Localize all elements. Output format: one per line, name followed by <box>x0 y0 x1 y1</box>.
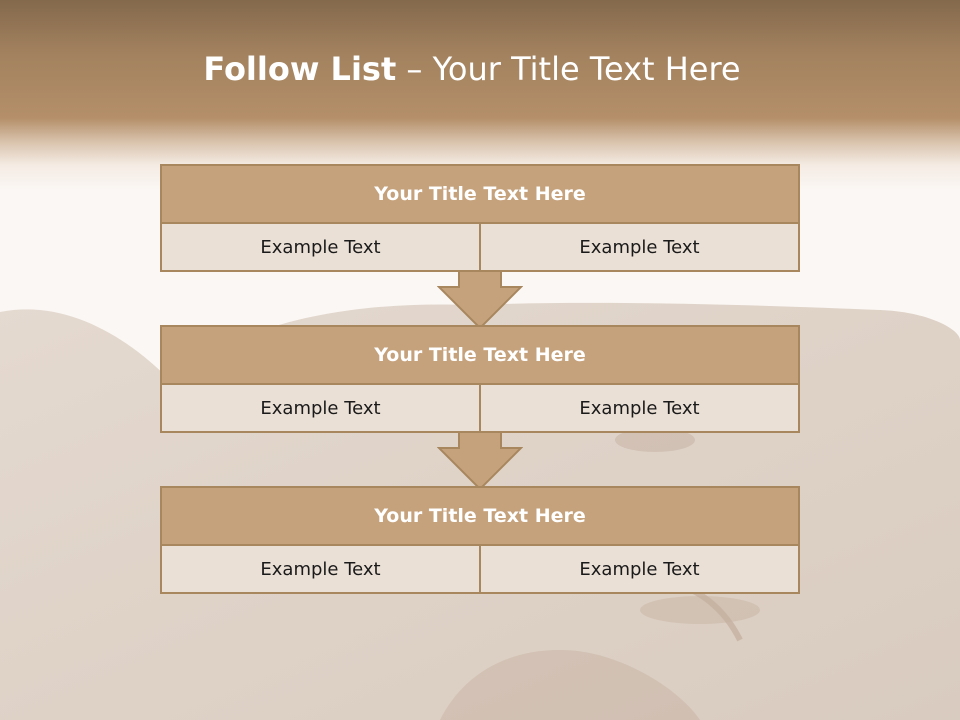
block-cell-left: Example Text <box>162 385 479 431</box>
block-cell-left: Example Text <box>162 224 479 270</box>
block-cell-right: Example Text <box>479 224 798 270</box>
block-title: Your Title Text Here <box>162 327 798 385</box>
block-cell-right: Example Text <box>479 385 798 431</box>
block-title: Your Title Text Here <box>162 166 798 224</box>
list-block-3: Your Title Text Here Example Text Exampl… <box>160 486 800 594</box>
block-row: Example Text Example Text <box>162 546 798 592</box>
block-title: Your Title Text Here <box>162 488 798 546</box>
header-band <box>0 0 960 190</box>
block-row: Example Text Example Text <box>162 385 798 431</box>
title-rest: – Your Title Text Here <box>396 50 741 88</box>
down-arrow-icon <box>437 270 523 330</box>
down-arrow-icon <box>437 431 523 491</box>
block-row: Example Text Example Text <box>162 224 798 270</box>
page-title: Follow List – Your Title Text Here <box>0 50 944 88</box>
list-block-2: Your Title Text Here Example Text Exampl… <box>160 325 800 433</box>
title-bold: Follow List <box>203 50 397 88</box>
block-cell-left: Example Text <box>162 546 479 592</box>
block-cell-right: Example Text <box>479 546 798 592</box>
list-block-1: Your Title Text Here Example Text Exampl… <box>160 164 800 272</box>
